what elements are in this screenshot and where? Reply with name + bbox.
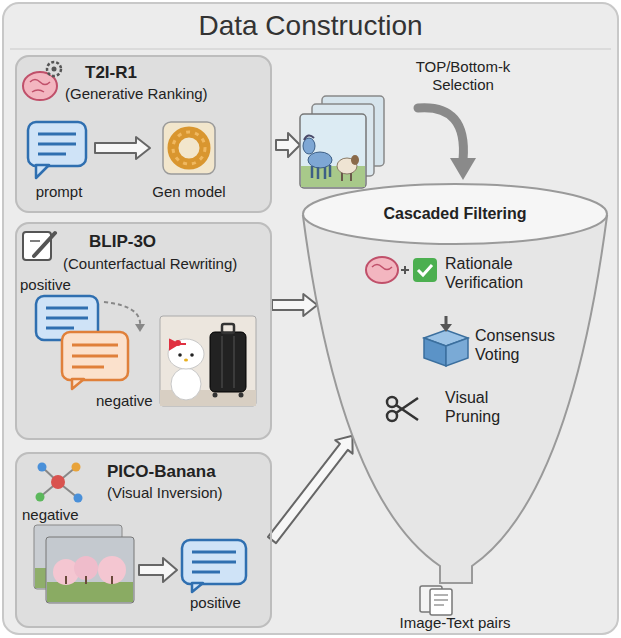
hollow-arrow <box>276 133 300 157</box>
panel-heading: PICO-Banana <box>107 462 216 482</box>
panel-subheading: (Generative Ranking) <box>65 85 208 103</box>
hollow-arrow <box>139 558 177 582</box>
header-divider <box>10 48 611 50</box>
filter-step: Rationale Verification <box>445 254 563 292</box>
gen-model-icon <box>163 122 215 174</box>
source-panel: T2I-R1 (Generative Ranking) prompt Gen mode… <box>15 55 272 213</box>
panel-fill <box>15 452 272 628</box>
block-arrow <box>272 294 317 316</box>
diagram-title: Data Construction <box>0 9 621 43</box>
kitty-photo <box>160 316 256 406</box>
prompt-bubble <box>28 122 86 178</box>
rewrite-arrow <box>104 302 145 332</box>
curved-arrow <box>418 108 476 180</box>
polarity-label: negative <box>96 392 153 410</box>
network-icon <box>36 463 83 503</box>
selection-label: TOP/Bottom-k Selection <box>388 58 538 94</box>
panel-heading: T2I-R1 <box>85 63 137 83</box>
panel-heading: BLIP-3O <box>89 232 156 252</box>
negative-bubble <box>62 332 128 389</box>
polarity-label: positive <box>20 276 71 294</box>
funnel-node: Cascaded FilteringRationale Verification… <box>300 178 610 588</box>
icon-label: Gen model <box>150 183 228 201</box>
filter-step: Consensus Voting <box>475 326 567 364</box>
blossom-photos <box>34 525 134 603</box>
polarity-label: positive <box>190 594 241 612</box>
funnel-heading: Cascaded Filtering <box>355 204 555 223</box>
caption-bubble <box>182 540 246 592</box>
funnel-shape <box>300 178 610 588</box>
panel-fill <box>15 222 272 440</box>
panel-subheading: (Visual Inversion) <box>107 484 223 502</box>
block-arrow <box>95 137 150 159</box>
output-label: Image-Text pairs <box>375 614 535 632</box>
panel-subheading: (Counterfactual Rewriting) <box>63 255 237 273</box>
brain-icon <box>23 62 61 100</box>
icon-label: prompt <box>23 183 95 201</box>
scissors-icon <box>387 397 418 421</box>
document-icon <box>420 586 452 615</box>
brain-check-icon <box>366 257 437 283</box>
block-arrow <box>268 436 353 543</box>
panel-fill <box>15 55 272 213</box>
outer-panel <box>3 3 618 634</box>
prompt-node: prompt <box>23 119 95 203</box>
gen-model-node: Gen model <box>150 119 228 203</box>
polarity-label: negative <box>22 506 79 524</box>
ballot-box-icon <box>424 316 468 366</box>
filter-step: Visual Pruning <box>445 388 525 426</box>
pencil-icon <box>23 232 55 260</box>
generated-images <box>300 96 384 188</box>
